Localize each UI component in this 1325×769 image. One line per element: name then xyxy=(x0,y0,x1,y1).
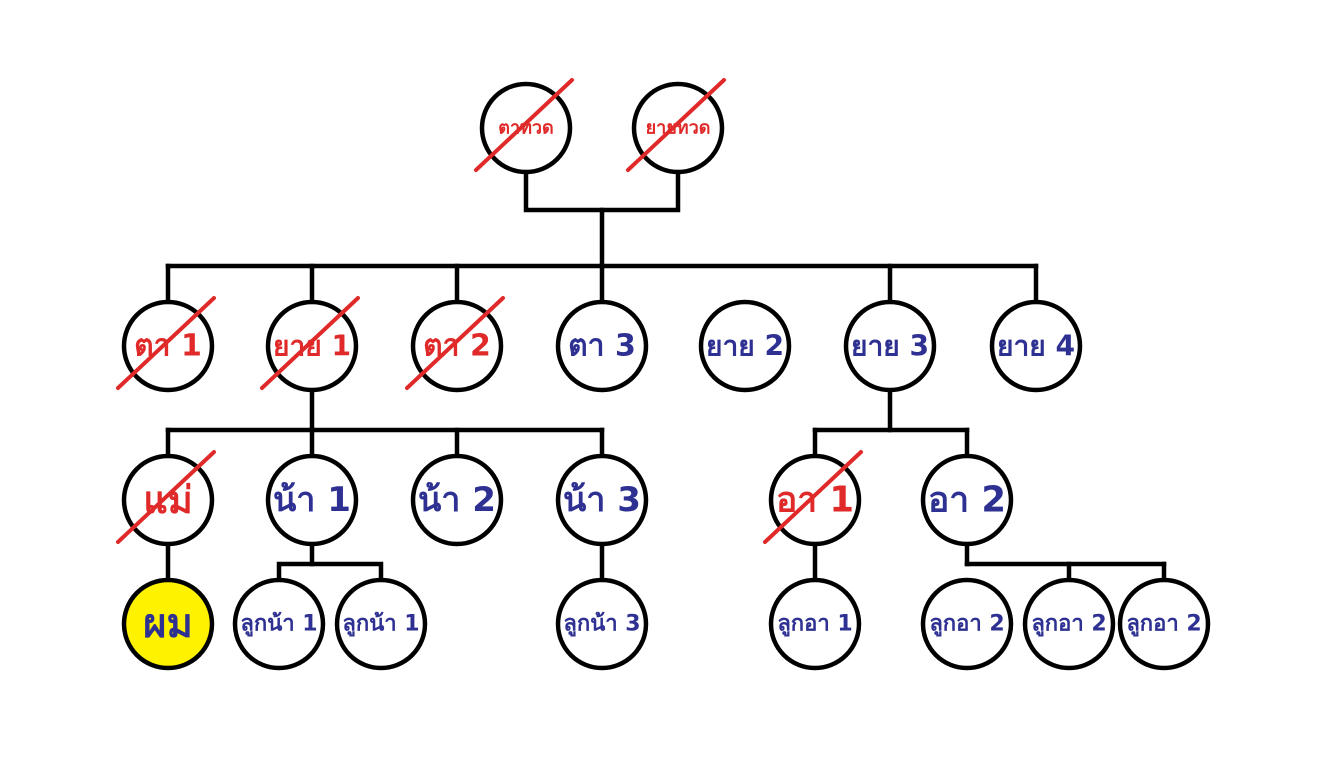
node-cousin-a2b: ลูกอา 2 xyxy=(1022,577,1116,671)
node-grandpa2: ตา 2 xyxy=(405,296,505,393)
node-circle-self xyxy=(121,577,215,671)
node-label-aunt3: น้า 3 xyxy=(563,480,641,520)
node-circle-grandpa1 xyxy=(121,299,215,393)
node-label-cousin-n1a: ลูกน้า 1 xyxy=(240,612,317,638)
deceased-strike-great-grandmother xyxy=(626,78,726,172)
node-circle-great-grandmother xyxy=(631,81,725,175)
node-aunt2: น้า 2 xyxy=(410,453,504,547)
node-great-grandfather: ตาทวด xyxy=(474,78,574,175)
node-cousin-n1b: ลูกน้า 1 xyxy=(334,577,428,671)
node-great-grandmother: ยายทวด xyxy=(626,78,726,175)
node-circle-cousin-n1a xyxy=(232,577,326,671)
edge-great-grandparents xyxy=(523,169,681,213)
deceased-strike-relative-a1 xyxy=(763,450,863,544)
node-circle-grandma1 xyxy=(265,299,359,393)
node-label-grandma4: ยาย 4 xyxy=(997,330,1075,363)
node-cousin-a2c: ลูกอา 2 xyxy=(1117,577,1211,671)
deceased-strike-grandpa1 xyxy=(116,296,216,390)
node-circle-relative-a1 xyxy=(768,453,862,547)
node-label-cousin-a2b: ลูกอา 2 xyxy=(1031,612,1106,638)
node-label-great-grandmother: ยายทวด xyxy=(646,118,711,139)
node-label-grandpa3: ตา 3 xyxy=(568,329,636,364)
node-grandma2: ยาย 2 xyxy=(698,299,792,393)
node-label-relative-a1: อา 1 xyxy=(776,480,854,521)
node-label-aunt2: น้า 2 xyxy=(418,480,496,520)
node-circle-aunt2 xyxy=(410,453,504,547)
node-aunt1: น้า 1 xyxy=(265,453,359,547)
node-circle-cousin-n3 xyxy=(555,577,649,671)
node-circle-grandma2 xyxy=(698,299,792,393)
node-label-cousin-n1b: ลูกน้า 1 xyxy=(342,612,419,638)
node-label-mother: แม่ xyxy=(143,478,193,522)
node-circle-aunt1 xyxy=(265,453,359,547)
tree-connectors xyxy=(165,169,1167,583)
node-circle-great-grandfather xyxy=(479,81,573,175)
node-grandma3: ยาย 3 xyxy=(843,299,937,393)
node-label-cousin-a1: ลูกอา 1 xyxy=(777,612,852,638)
node-label-cousin-a2c: ลูกอา 2 xyxy=(1126,612,1201,638)
node-relative-a1: อา 1 xyxy=(763,450,863,547)
node-label-grandma2: ยาย 2 xyxy=(706,330,784,363)
node-label-great-grandfather: ตาทวด xyxy=(498,118,553,139)
node-label-grandma1: ยาย 1 xyxy=(273,330,351,363)
node-grandpa1: ตา 1 xyxy=(116,296,216,393)
node-self: ผม xyxy=(121,577,215,671)
node-grandma1: ยาย 1 xyxy=(260,296,360,393)
node-label-grandma3: ยาย 3 xyxy=(851,330,929,363)
node-label-grandpa1: ตา 1 xyxy=(134,329,202,364)
node-label-grandpa2: ตา 2 xyxy=(423,329,491,364)
node-circle-cousin-a2a xyxy=(920,577,1014,671)
node-circle-aunt3 xyxy=(555,453,649,547)
deceased-strike-mother xyxy=(116,450,216,544)
node-circle-relative-a2 xyxy=(920,453,1014,547)
node-label-cousin-a2a: ลูกอา 2 xyxy=(929,612,1004,638)
node-circle-cousin-n1b xyxy=(334,577,428,671)
node-cousin-n3: ลูกน้า 3 xyxy=(555,577,649,671)
node-mother: แม่ xyxy=(116,450,216,547)
node-aunt3: น้า 3 xyxy=(555,453,649,547)
node-grandma4: ยาย 4 xyxy=(989,299,1083,393)
node-relative-a2: อา 2 xyxy=(920,453,1014,547)
node-label-aunt1: น้า 1 xyxy=(273,480,351,520)
node-circle-cousin-a1 xyxy=(768,577,862,671)
deceased-strike-grandma1 xyxy=(260,296,360,390)
node-circle-grandpa2 xyxy=(410,299,504,393)
node-circle-grandma3 xyxy=(843,299,937,393)
deceased-strike-grandpa2 xyxy=(405,296,505,390)
node-cousin-n1a: ลูกน้า 1 xyxy=(232,577,326,671)
node-cousin-a1: ลูกอา 1 xyxy=(768,577,862,671)
node-circle-grandpa3 xyxy=(555,299,649,393)
deceased-strike-great-grandfather xyxy=(474,78,574,172)
edge-aunt1-children-bus xyxy=(276,561,384,583)
node-grandpa3: ตา 3 xyxy=(555,299,649,393)
node-circle-cousin-a2b xyxy=(1022,577,1116,671)
node-circle-mother xyxy=(121,453,215,547)
node-label-cousin-n3: ลูกน้า 3 xyxy=(563,612,640,638)
node-label-relative-a2: อา 2 xyxy=(928,480,1006,521)
node-circle-grandma4 xyxy=(989,299,1083,393)
node-label-self: ผม xyxy=(143,601,193,647)
node-cousin-a2a: ลูกอา 2 xyxy=(920,577,1014,671)
node-circle-cousin-a2c xyxy=(1117,577,1211,671)
